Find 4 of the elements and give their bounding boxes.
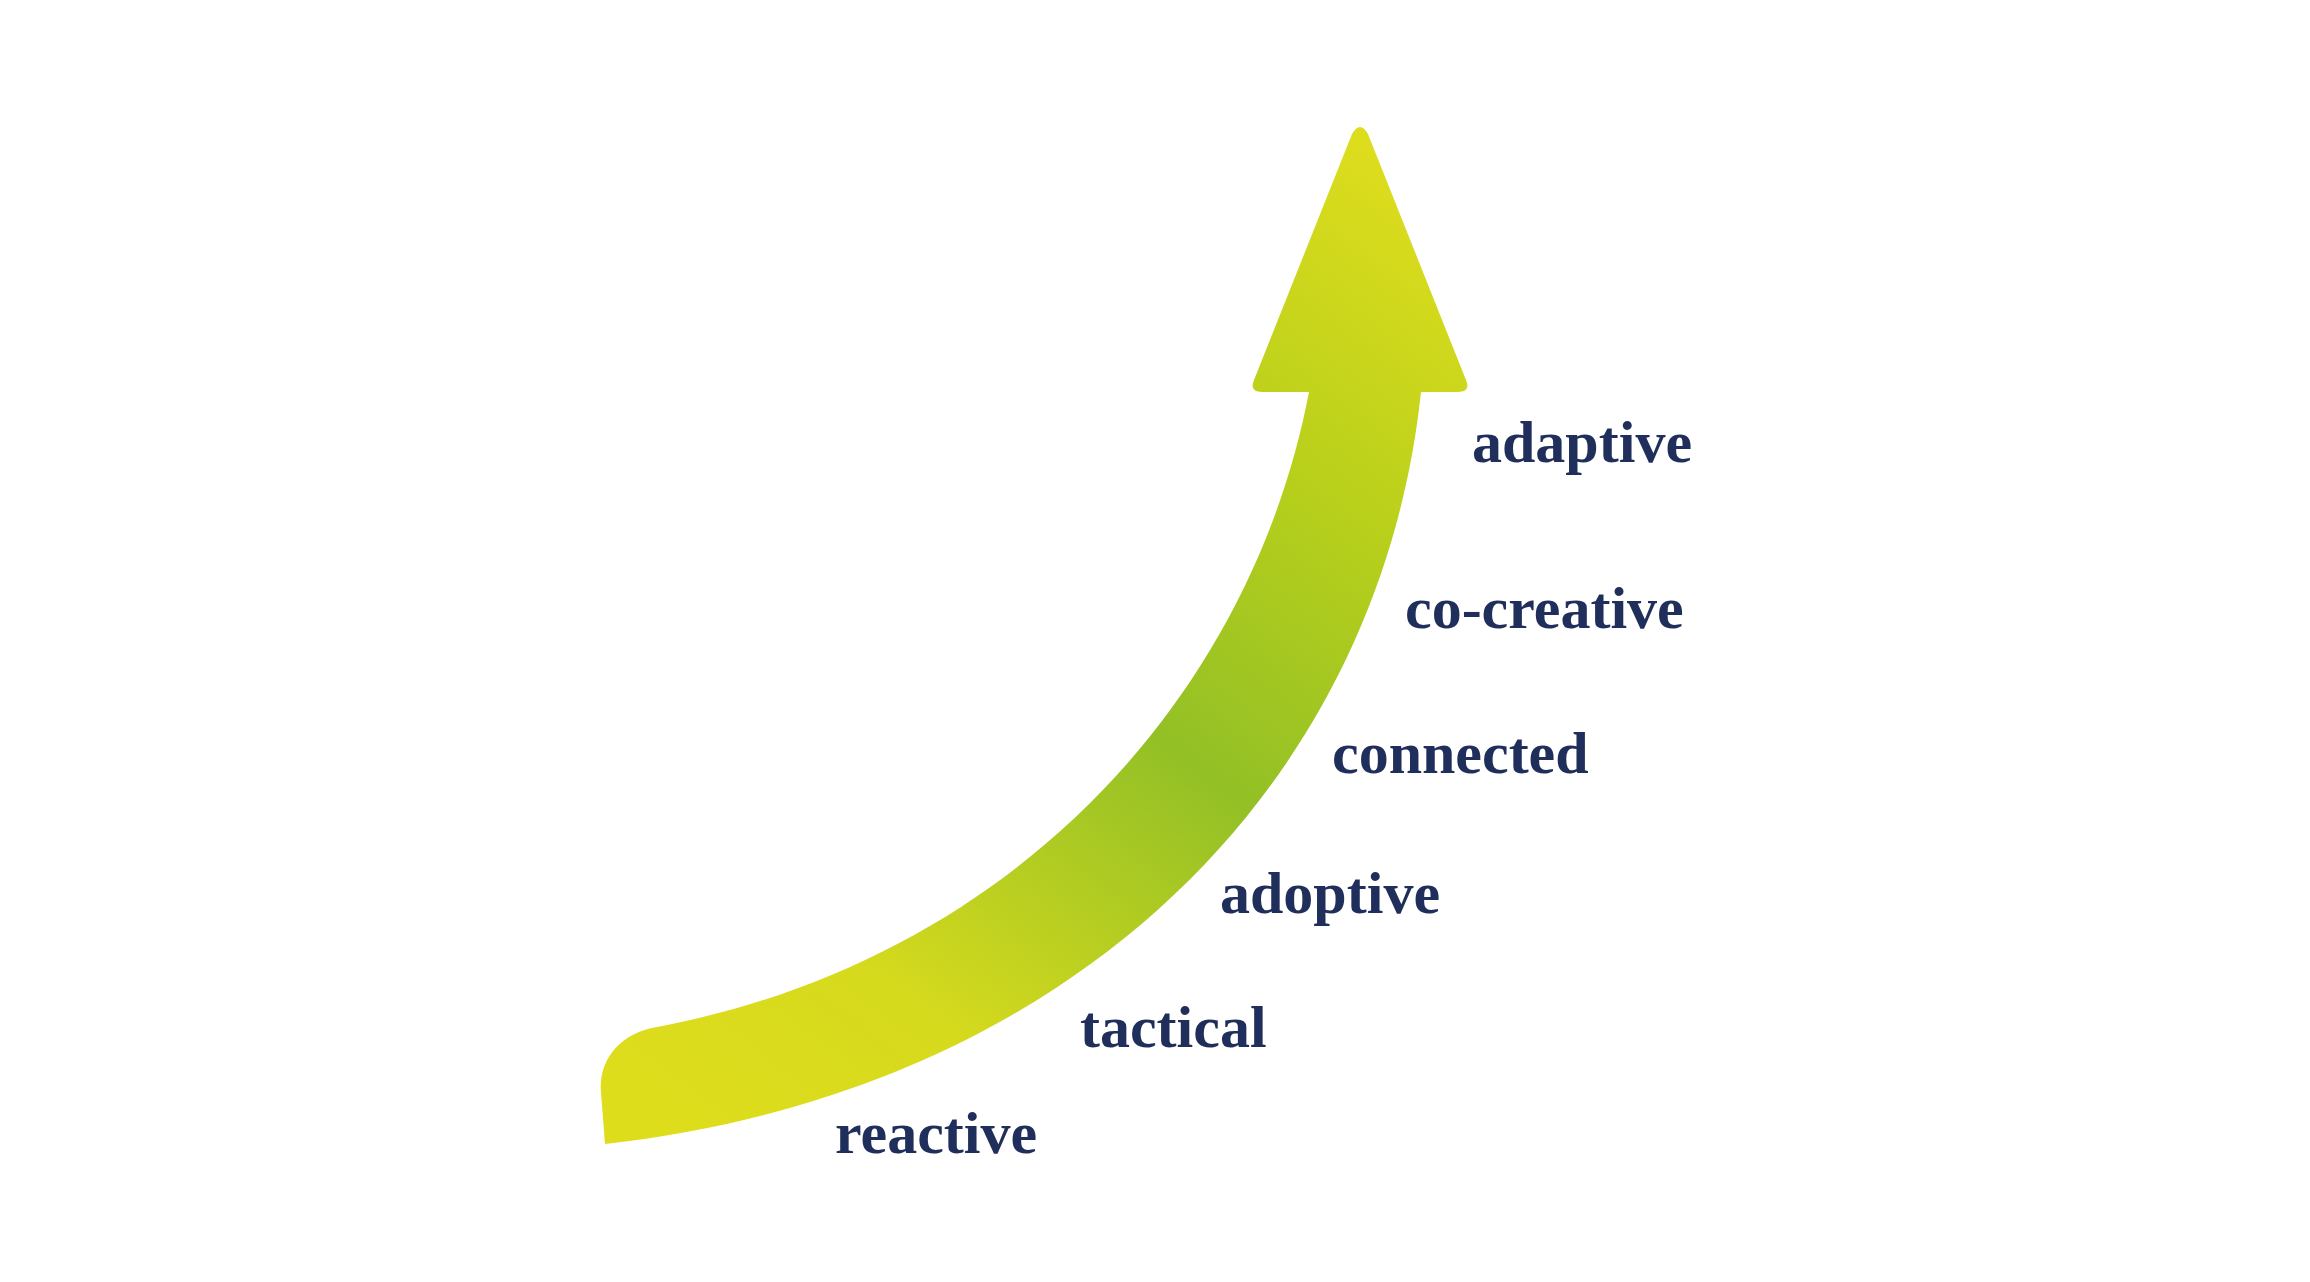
stage-label: co-creative [1405, 578, 1684, 638]
stage-label: reactive [835, 1103, 1038, 1163]
stage-label: connected [1332, 723, 1589, 783]
stage-label: tactical [1080, 997, 1267, 1057]
